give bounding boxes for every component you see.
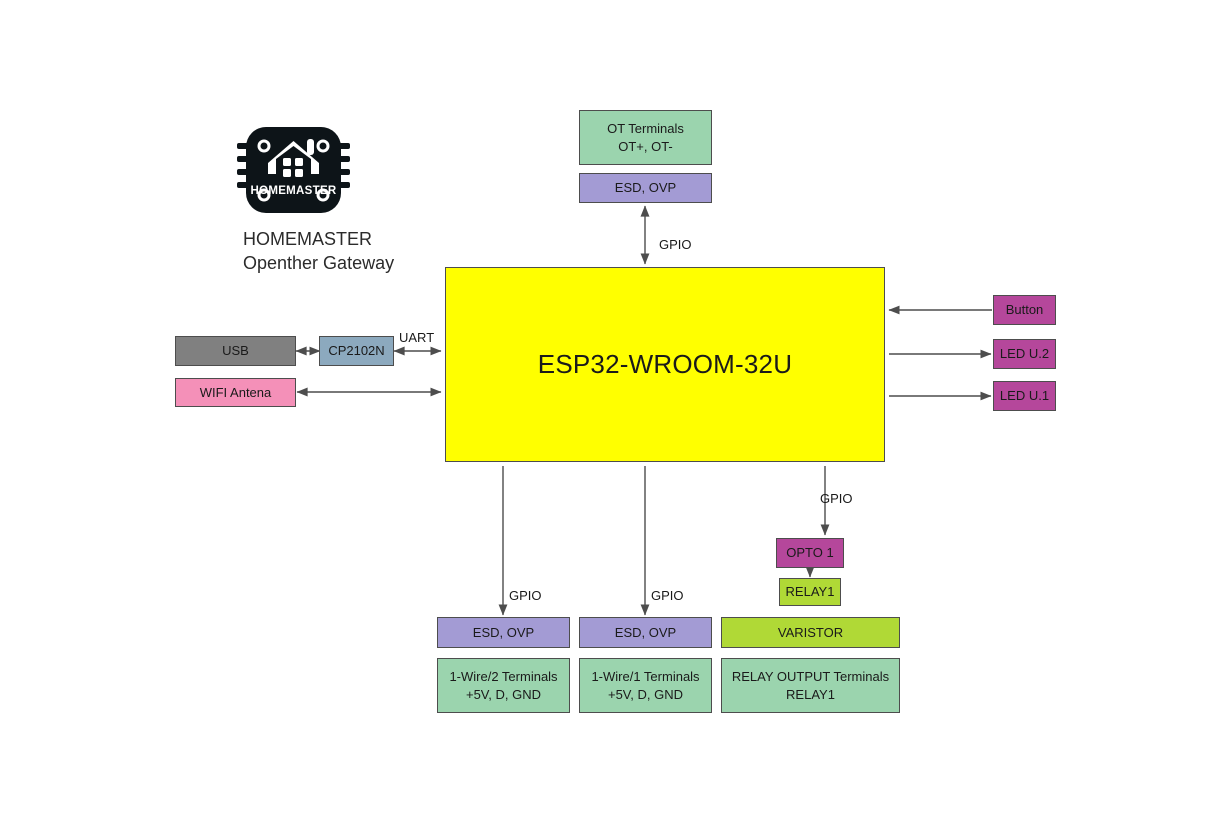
block-wifi-antenna[interactable]: WIFI Antena <box>175 378 296 407</box>
block-ot-esd-ovp[interactable]: ESD, OVP <box>579 173 712 203</box>
varistor-label: VARISTOR <box>777 624 844 640</box>
usb-label: USB <box>222 343 249 359</box>
relay1-label: RELAY1 <box>785 584 835 600</box>
cp2102n-label: CP2102N <box>328 343 385 359</box>
led-u2-label: LED U.2 <box>999 346 1050 362</box>
onewire1-term-line1: 1-Wire/1 Terminals <box>591 668 700 684</box>
edge-label-onewire2-gpio: GPIO <box>509 588 542 603</box>
block-varistor[interactable]: VARISTOR <box>721 617 900 648</box>
logo-caption-line1: HOMEMASTER <box>243 229 373 249</box>
opto1-label: OPTO 1 <box>786 545 834 561</box>
relay-terminals-line2: RELAY1 <box>786 686 835 702</box>
edge-label-opto-gpio: GPIO <box>820 491 853 506</box>
edge-label-uart: UART <box>399 330 435 345</box>
edge-label-ot-gpio: GPIO <box>659 237 692 252</box>
block-usb[interactable]: USB <box>175 336 296 366</box>
block-relay-output-terminals[interactable]: RELAY OUTPUT Terminals RELAY1 <box>721 658 900 713</box>
relay-terminals-line1: RELAY OUTPUT Terminals <box>731 668 890 684</box>
logo-wordmark: HOMEMASTER <box>250 185 336 197</box>
onewire1-esd-label: ESD, OVP <box>614 624 677 640</box>
mcu-label: ESP32-WROOM-32U <box>537 348 793 379</box>
homemaster-logo: HOMEMASTER <box>231 115 356 220</box>
logo-caption: HOMEMASTER Openther Gateway <box>243 228 503 276</box>
block-cp2102n[interactable]: CP2102N <box>319 336 394 366</box>
logo-caption-line2: Openther Gateway <box>243 252 395 273</box>
block-onewire1-esd-ovp[interactable]: ESD, OVP <box>579 617 712 648</box>
onewire2-term-line1: 1-Wire/2 Terminals <box>449 668 558 684</box>
block-button[interactable]: Button <box>993 295 1056 325</box>
block-esp32-mcu[interactable]: ESP32-WROOM-32U <box>445 267 885 462</box>
onewire2-term-line2: +5V, D, GND <box>465 686 542 702</box>
ot-terminals-line2: OT+, OT- <box>618 138 673 154</box>
led-u1-label: LED U.1 <box>999 388 1050 404</box>
block-onewire2-terminals[interactable]: 1-Wire/2 Terminals +5V, D, GND <box>437 658 570 713</box>
onewire1-term-line2: +5V, D, GND <box>607 686 684 702</box>
block-onewire2-esd-ovp[interactable]: ESD, OVP <box>437 617 570 648</box>
homemaster-chip-house-icon: HOMEMASTER <box>237 127 350 213</box>
block-relay1[interactable]: RELAY1 <box>779 578 841 606</box>
block-led-u1[interactable]: LED U.1 <box>993 381 1056 411</box>
ot-terminals-line1: OT Terminals <box>607 120 684 136</box>
block-led-u2[interactable]: LED U.2 <box>993 339 1056 369</box>
block-opto1[interactable]: OPTO 1 <box>776 538 844 568</box>
wifi-antenna-label: WIFI Antena <box>199 384 272 400</box>
edge-label-onewire1-gpio: GPIO <box>651 588 684 603</box>
block-onewire1-terminals[interactable]: 1-Wire/1 Terminals +5V, D, GND <box>579 658 712 713</box>
button-label: Button <box>1005 302 1044 318</box>
ot-esd-label: ESD, OVP <box>614 180 677 196</box>
block-ot-terminals[interactable]: OT Terminals OT+, OT- <box>579 110 712 165</box>
onewire2-esd-label: ESD, OVP <box>472 624 535 640</box>
